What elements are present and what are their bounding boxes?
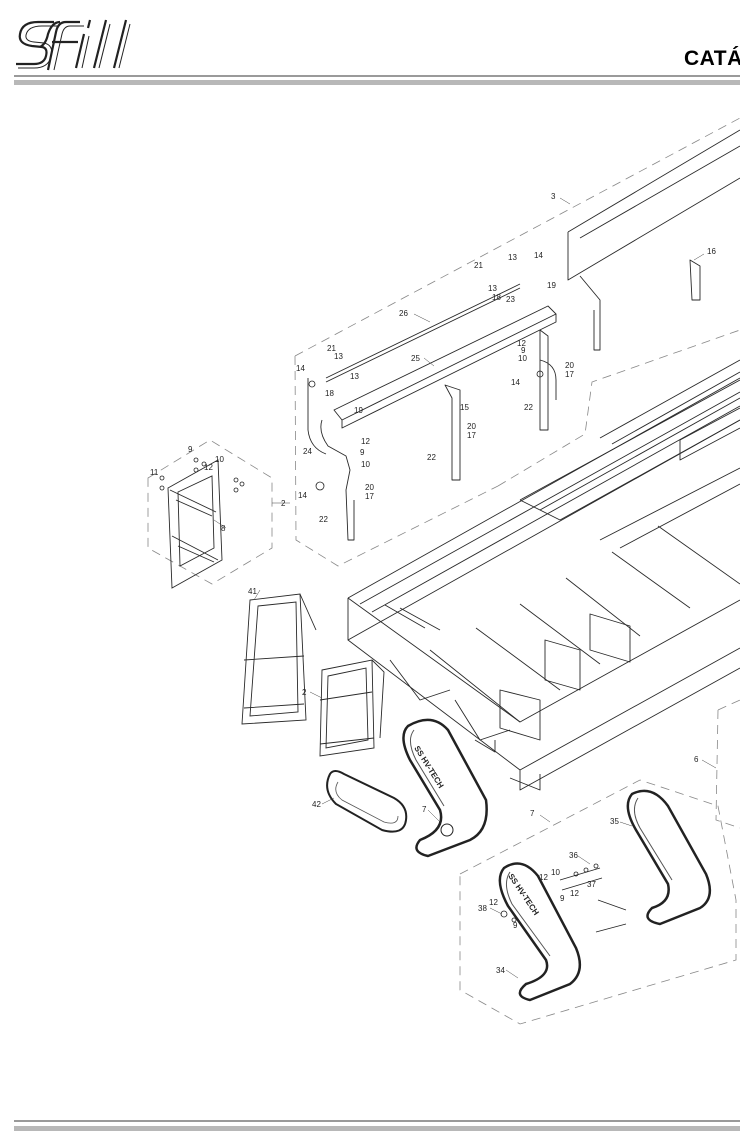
callout-11: 11 bbox=[150, 468, 159, 477]
callout-20a: 20 bbox=[565, 361, 574, 370]
callout-15: 15 bbox=[460, 403, 469, 412]
callout-10b: 10 bbox=[361, 460, 370, 469]
callout-2b: 2 bbox=[302, 688, 307, 697]
callout-42: 42 bbox=[312, 800, 321, 809]
callout-13d: 13 bbox=[350, 372, 359, 381]
callout-24: 24 bbox=[303, 447, 312, 456]
callout-19b: 19 bbox=[354, 406, 363, 415]
callout-14a: 14 bbox=[534, 251, 543, 260]
callout-12b: 12 bbox=[361, 437, 370, 446]
footer-rule-thick bbox=[14, 1126, 740, 1131]
callout-10d: 10 bbox=[551, 868, 560, 877]
callout-18a: 18 bbox=[492, 293, 501, 302]
callout-8: 8 bbox=[221, 524, 226, 533]
track-34: SS HV-TECH bbox=[498, 862, 582, 1002]
header-rule-thick bbox=[14, 80, 740, 85]
footer-rule bbox=[14, 1120, 740, 1122]
leader-lines bbox=[213, 197, 717, 979]
callout-7a: 7 bbox=[422, 805, 427, 814]
ladder-step-41 bbox=[241, 593, 317, 725]
callout-22b: 22 bbox=[427, 453, 436, 462]
callout-12c: 12 bbox=[204, 463, 213, 472]
callout-14c: 14 bbox=[511, 378, 520, 387]
callout-34: 34 bbox=[496, 966, 505, 975]
callout-labels: 3 16 21 13 14 13 18 23 19 26 21 13 25 14… bbox=[150, 192, 716, 975]
belt-42 bbox=[326, 770, 408, 833]
callout-9e: 9 bbox=[513, 921, 518, 930]
callout-10a: 10 bbox=[518, 354, 527, 363]
sfil-logo bbox=[16, 19, 131, 71]
callout-41: 41 bbox=[248, 587, 257, 596]
callout-21a: 21 bbox=[474, 261, 483, 270]
callout-9c: 9 bbox=[188, 445, 193, 454]
callout-13c: 13 bbox=[334, 352, 343, 361]
callout-35: 35 bbox=[610, 817, 619, 826]
callout-3: 3 bbox=[551, 192, 556, 201]
callout-9d: 9 bbox=[560, 894, 565, 903]
callout-18b: 18 bbox=[325, 389, 334, 398]
callout-37: 37 bbox=[587, 880, 596, 889]
callout-19a: 19 bbox=[547, 281, 556, 290]
upper-rail-assembly bbox=[307, 129, 740, 541]
callout-17c: 17 bbox=[365, 492, 374, 501]
callout-12d: 12 bbox=[539, 873, 548, 882]
callout-9b: 9 bbox=[360, 448, 365, 457]
callout-21b: 21 bbox=[327, 344, 336, 353]
track-35 bbox=[626, 789, 712, 926]
callout-16: 16 bbox=[707, 247, 716, 256]
callout-22a: 22 bbox=[524, 403, 533, 412]
catalog-title: CATÁ bbox=[684, 47, 740, 70]
track-decal-text: SS HV-TECH bbox=[412, 744, 445, 790]
callout-9a: 9 bbox=[521, 346, 526, 355]
step-group-boundary bbox=[147, 439, 273, 585]
callout-23: 23 bbox=[506, 295, 515, 304]
callout-2a: 2 bbox=[281, 499, 286, 508]
header-rule bbox=[14, 75, 740, 77]
callout-38: 38 bbox=[478, 904, 487, 913]
fastener-set bbox=[159, 370, 627, 933]
callout-17b: 17 bbox=[467, 431, 476, 440]
callout-14d: 14 bbox=[298, 491, 307, 500]
callout-20b: 20 bbox=[467, 422, 476, 431]
callout-25: 25 bbox=[411, 354, 420, 363]
track-7-large: SS HV-TECH bbox=[402, 718, 488, 858]
callout-36: 36 bbox=[569, 851, 578, 860]
callout-22c: 22 bbox=[319, 515, 328, 524]
callout-13b: 13 bbox=[488, 284, 497, 293]
callout-12e: 12 bbox=[570, 889, 579, 898]
callout-14b: 14 bbox=[296, 364, 305, 373]
callout-26: 26 bbox=[399, 309, 408, 318]
callout-7b: 7 bbox=[530, 809, 535, 818]
callout-6: 6 bbox=[694, 755, 699, 764]
callout-12f: 12 bbox=[489, 898, 498, 907]
callout-17a: 17 bbox=[565, 370, 574, 379]
callout-20c: 20 bbox=[365, 483, 374, 492]
ladder-step-small bbox=[167, 459, 223, 589]
track-group-boundary bbox=[459, 779, 737, 1025]
page-header: CATÁ bbox=[0, 0, 740, 90]
callout-12a: 12 bbox=[517, 339, 526, 348]
ladder-step-2 bbox=[319, 659, 385, 757]
callout-10c: 10 bbox=[215, 455, 224, 464]
callout-13a: 13 bbox=[508, 253, 517, 262]
assembly-boundaries bbox=[147, 117, 740, 1025]
main-frame bbox=[347, 359, 740, 791]
